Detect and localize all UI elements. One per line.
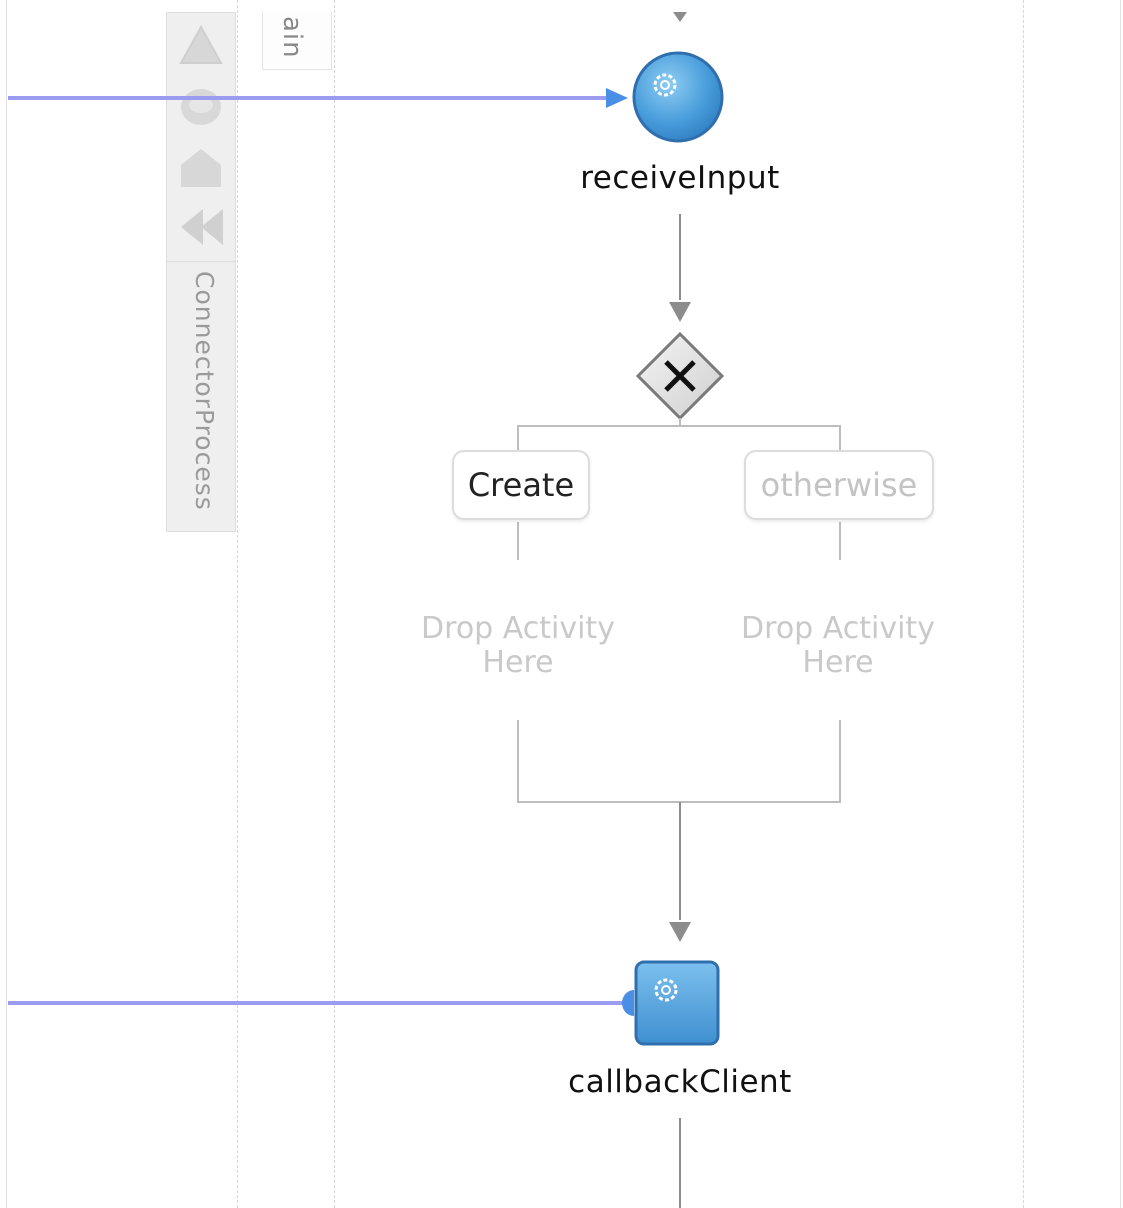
case-otherwise[interactable]: otherwise: [744, 450, 934, 520]
house-icon[interactable]: [177, 143, 225, 191]
tab-main[interactable]: ain: [262, 12, 332, 70]
triangle-icon[interactable]: [177, 21, 225, 69]
close-icon: [664, 360, 696, 392]
lane-divider-center: [334, 0, 335, 1208]
palette-separator: [167, 261, 235, 262]
switch-node[interactable]: [635, 331, 725, 421]
callback-activity-label: callbackClient: [568, 1064, 792, 1100]
flow-arrow-icon: [669, 302, 691, 322]
gear-icon: [653, 73, 677, 97]
receive-activity-label: receiveInput: [580, 160, 780, 196]
callback-activity-node[interactable]: [634, 960, 720, 1046]
receive-link-arrow-icon: [606, 88, 628, 108]
callback-link-endpoint-icon: [622, 990, 634, 1016]
lane-divider-left: [237, 0, 238, 1208]
canvas-left-border: [6, 0, 7, 1208]
drop-zone-otherwise[interactable]: Drop Activity Here: [741, 611, 935, 680]
flow-arrow-icon: [669, 922, 691, 942]
case-create[interactable]: Create: [452, 450, 590, 520]
rewind-icon[interactable]: [177, 203, 225, 251]
top-arrow-icon: [673, 12, 687, 22]
drop-zone-create[interactable]: Drop Activity Here: [421, 611, 615, 680]
lane-divider-right: [1023, 0, 1024, 1208]
canvas-right-border: [1120, 0, 1121, 1208]
receive-activity-node[interactable]: [632, 51, 724, 143]
gear-icon: [654, 978, 678, 1002]
